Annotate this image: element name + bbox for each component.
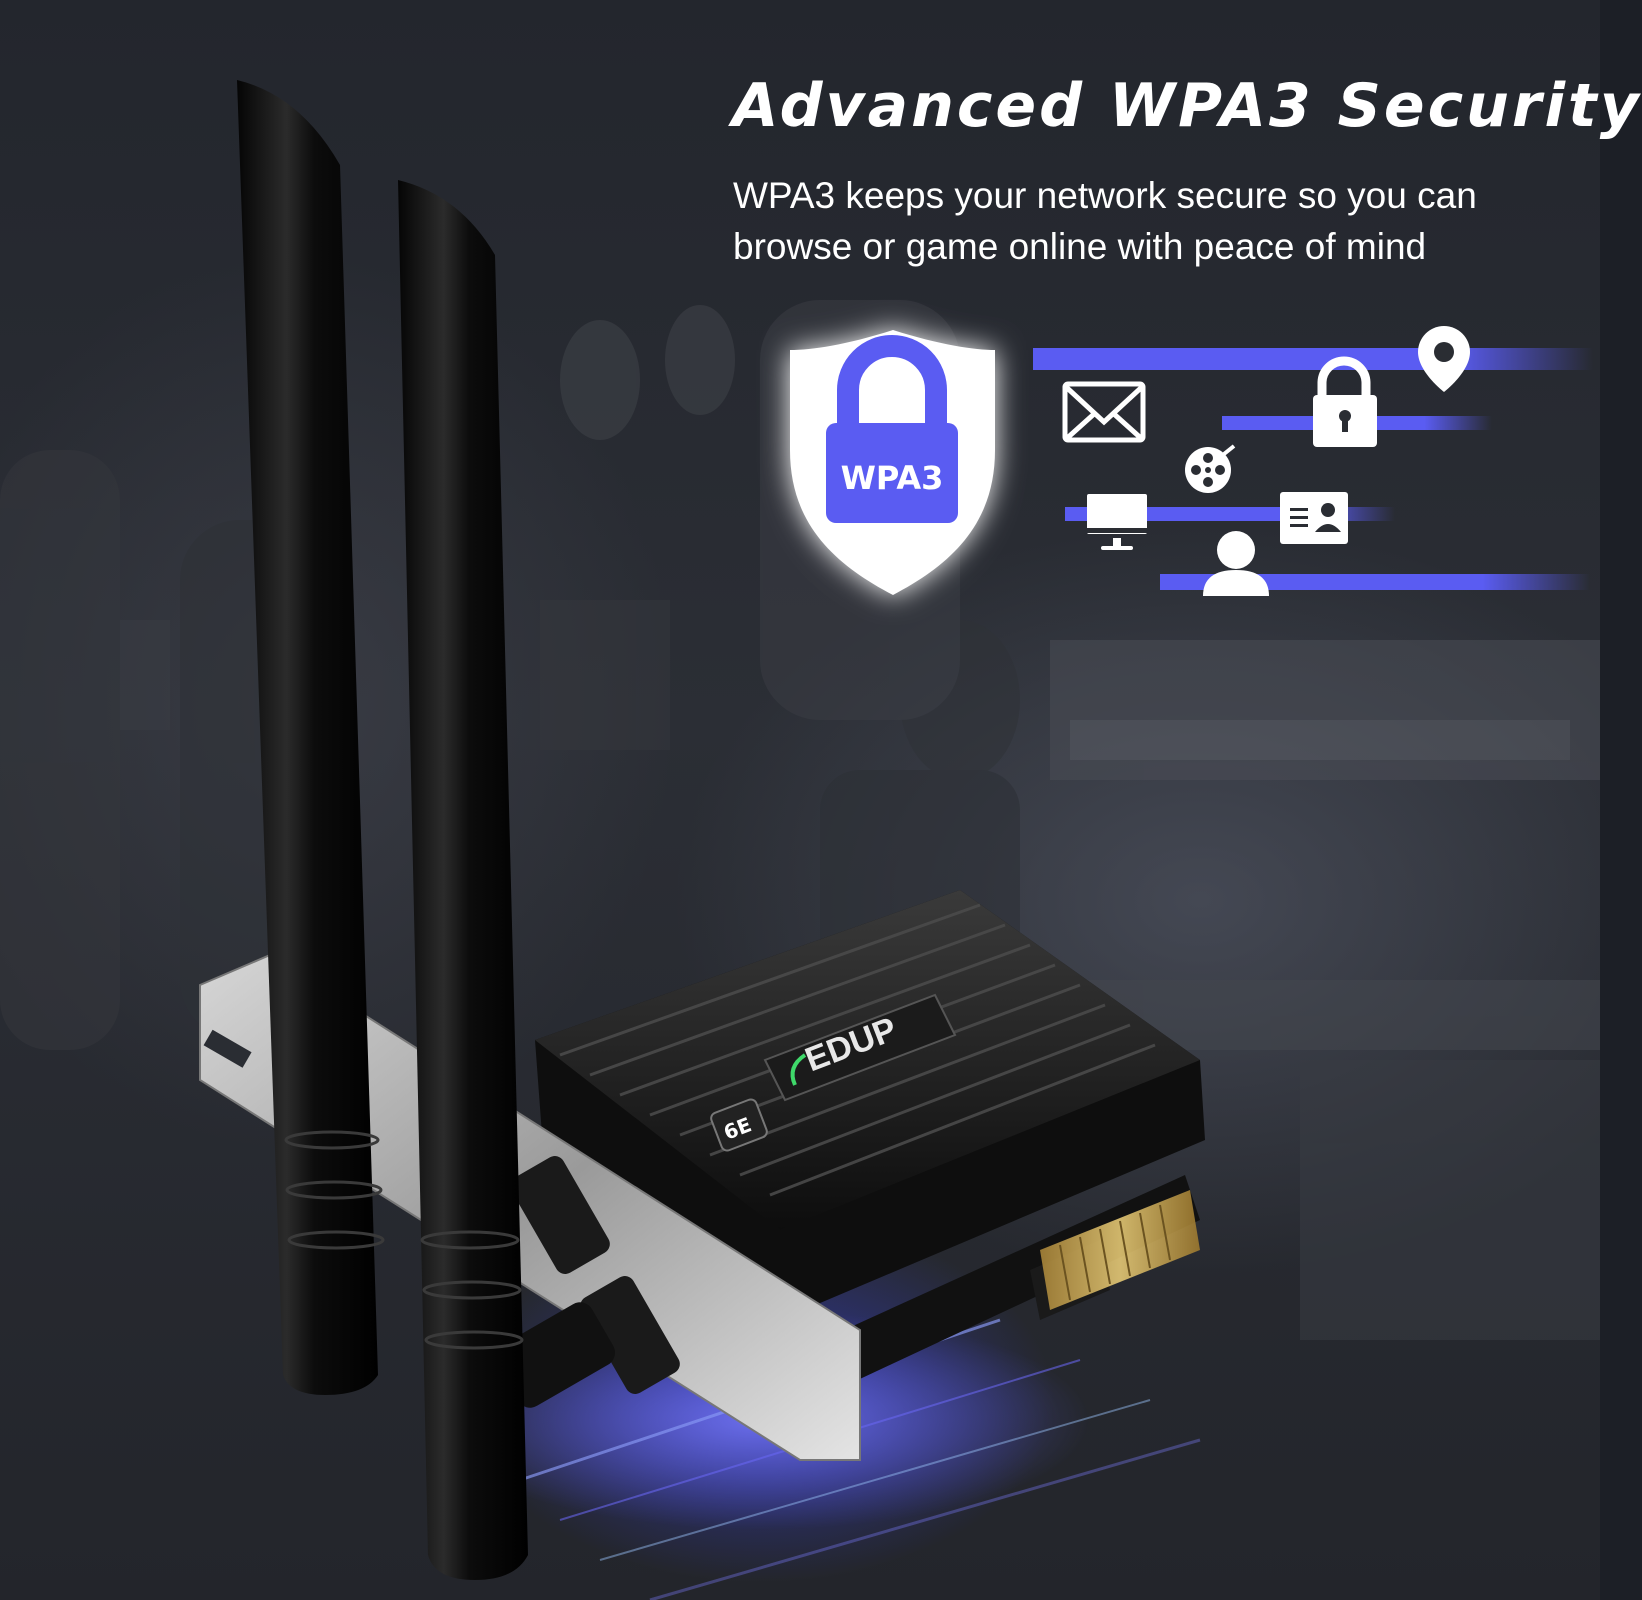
- subheadline: WPA3 keeps your network secure so you ca…: [733, 175, 1477, 267]
- antenna-connectors: [494, 1156, 680, 1408]
- heatsink: EDUP 6E: [535, 890, 1205, 1320]
- headline: Advanced WPA3 Security: [732, 71, 1642, 141]
- antenna-right: [398, 180, 528, 1580]
- antenna-left: [237, 80, 385, 1395]
